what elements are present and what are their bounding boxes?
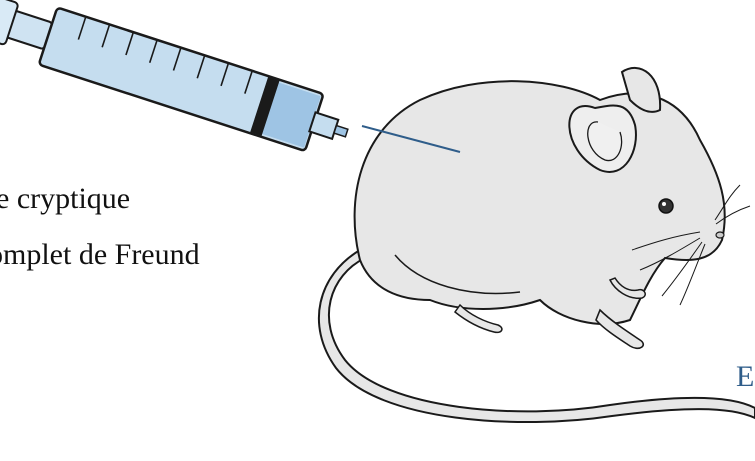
- syringe-icon: [0, 0, 356, 162]
- mouse-eye-highlight: [662, 202, 666, 206]
- adjuvant-label-line-1: e cryptique: [0, 181, 130, 217]
- mouse-eye: [659, 199, 673, 213]
- cut-off-label: E: [736, 359, 754, 395]
- adjuvant-label-line-2: omplet de Freund: [0, 237, 200, 273]
- mouse-nose: [716, 232, 724, 238]
